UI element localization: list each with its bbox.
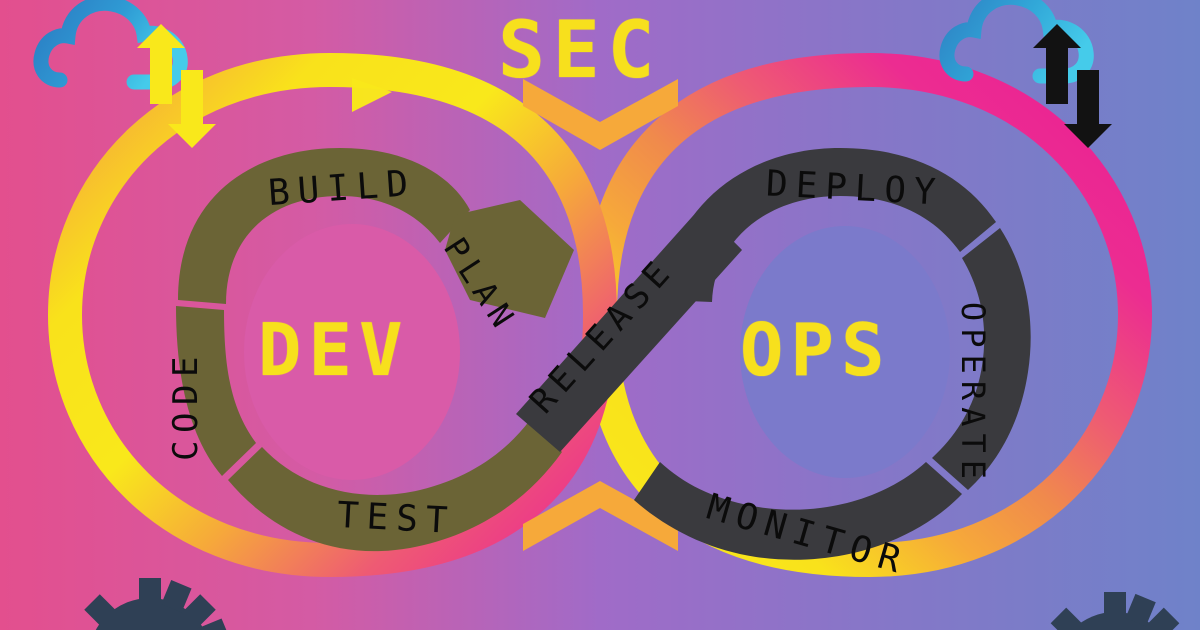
stage-label-test: TEST: [336, 494, 457, 543]
release-band: [516, 208, 742, 452]
segment-plan: [445, 200, 574, 318]
dev-lobe: [176, 148, 574, 552]
segment-operate: [932, 228, 1031, 490]
segment-build: [178, 148, 470, 304]
dev-lobe-label: DEV: [258, 308, 410, 392]
cloud-left-icon: [33, 0, 188, 90]
arrow-down-icon: [168, 70, 216, 148]
ops-core: [740, 226, 950, 478]
cloud-right-arrows: [1033, 24, 1112, 148]
ops-lobe-label: OPS: [740, 308, 892, 392]
ops-lobe: [634, 148, 1031, 560]
segment-code: [176, 306, 256, 476]
headline-sec: SEC: [498, 6, 663, 96]
stage-label-code: CODE: [165, 349, 206, 461]
gear-left-icon: [84, 578, 230, 630]
stage-label-operate: OPERATE: [954, 301, 993, 487]
ribbon-chevron-bottom: [523, 481, 678, 551]
gear-right-icon: [1050, 592, 1180, 630]
arrow-up-icon: [137, 24, 185, 104]
cloud-left-arrows: [137, 24, 216, 148]
segment-test: [228, 420, 562, 552]
ribbon-arrow-top-left: [352, 78, 392, 112]
inner-cores: [244, 224, 950, 480]
cloud-right-icon: [939, 0, 1094, 84]
segment-deploy: [662, 148, 996, 302]
ribbon-left-loop: [47, 52, 618, 578]
arrow-down-icon: [1064, 70, 1112, 148]
ribbon-chevron-top: [523, 79, 678, 150]
dev-core: [244, 224, 460, 480]
arrow-up-icon: [1033, 24, 1081, 104]
segment-monitor: [634, 462, 962, 560]
